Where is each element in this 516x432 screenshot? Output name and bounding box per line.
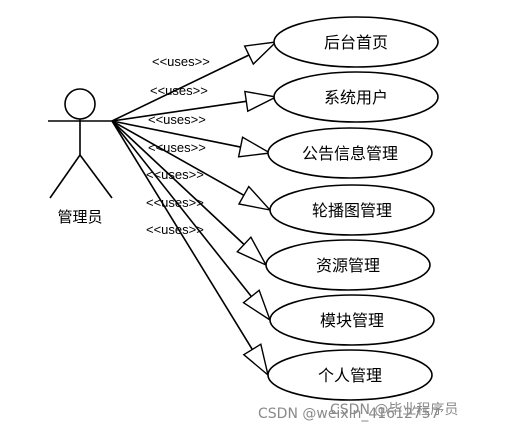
actor-figure <box>48 88 113 199</box>
use-case: 轮播图管理 <box>269 184 435 236</box>
use-case: 系统用户 <box>273 71 439 123</box>
use-case-label: 后台首页 <box>324 33 388 52</box>
use-case-ellipse <box>269 294 435 346</box>
actor-right-leg <box>79 154 113 199</box>
association-line <box>111 120 245 246</box>
use-case-label: 轮播图管理 <box>312 201 392 220</box>
use-case: 资源管理 <box>265 239 431 291</box>
association-links: <<uses>> <<uses>> <<uses>> <<uses>> <<uses>>… <box>111 41 279 377</box>
use-case-label: 个人管理 <box>318 366 382 385</box>
uses-label: <<uses>> <box>148 140 206 155</box>
actor-head <box>64 88 96 120</box>
watermark-overlay: CSDN @毕业程序员 <box>330 402 458 418</box>
arrow-head <box>236 236 268 267</box>
use-case: 模块管理 <box>269 294 435 346</box>
uses-label: <<uses>> <box>146 167 204 182</box>
uses-label: <<uses>> <box>152 54 210 69</box>
arrow-head <box>242 343 270 377</box>
association-line <box>111 54 250 122</box>
uses-label: <<uses>> <box>146 222 204 237</box>
arrow-head <box>243 41 278 66</box>
use-case-ellipse <box>273 71 439 123</box>
use-case-ellipse <box>267 127 433 179</box>
use-case-ellipse <box>267 349 433 401</box>
use-case: 公告信息管理 <box>267 127 433 179</box>
uses-label: <<uses>> <box>150 83 208 98</box>
actor-label: 管理员 <box>57 208 102 226</box>
use-case-label: 资源管理 <box>316 256 380 275</box>
use-case-ellipse <box>273 16 439 68</box>
use-case-ellipse <box>269 184 435 236</box>
use-case-ellipse <box>265 239 431 291</box>
arrow-head <box>237 185 272 212</box>
use-case: 个人管理 <box>267 349 433 401</box>
association-line <box>111 120 253 350</box>
arrow-head <box>244 90 279 113</box>
uses-label: <<uses>> <box>146 195 204 210</box>
association-line <box>111 120 241 148</box>
association-line <box>111 120 245 196</box>
use-case: 后台首页 <box>273 16 439 68</box>
actor-left-leg <box>49 154 81 199</box>
arrow-head <box>242 289 272 322</box>
use-case-label: 公告信息管理 <box>302 144 398 163</box>
use-case-label: 模块管理 <box>320 311 384 330</box>
arrow-head <box>237 136 273 158</box>
uses-label: <<uses>> <box>148 112 206 127</box>
watermark: CSDN @weixin_41612757 <box>258 406 440 422</box>
association-line <box>111 100 247 122</box>
use-case-label: 系统用户 <box>324 88 388 107</box>
association-line <box>111 120 252 298</box>
